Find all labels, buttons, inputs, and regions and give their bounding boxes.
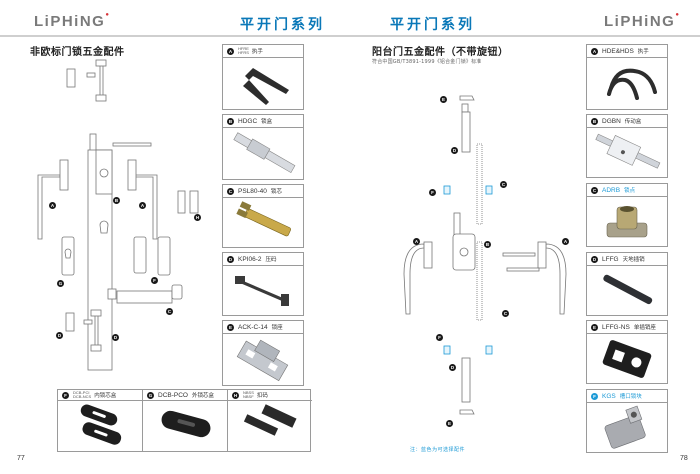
optional-parts-note: 注：蓝色为可选择配件 [410,447,466,453]
slot-lock-block-image [587,403,667,453]
diagram-marker-a: A [413,238,420,245]
part-card-header: D KPI06-2 压码 [223,253,303,266]
lock-case-image [223,128,303,178]
part-card-header: C PSL80-40 锁芯 [223,185,303,198]
right-page-number: 78 [680,455,688,462]
diagram-marker-d: D [112,334,119,341]
left-section-title: 非欧标门锁五金配件 [30,47,125,58]
inner-cylinder-box-image [58,401,142,451]
part-letter-badge: B [591,117,598,125]
lock-cylinder-image [223,198,303,248]
part-letter-badge: A [591,47,598,55]
left-logo: LiPHiNG● [34,12,111,30]
diagram-marker-a: A [139,202,146,209]
handle-image [223,58,303,108]
right-exploded-diagram [403,95,567,415]
part-card-d: D LFFG 天地插销 [586,252,668,316]
gear-box-image [587,128,667,178]
left-exploded-diagram [37,59,199,371]
screw-top [86,72,96,78]
part-letter-badge: F [591,392,598,400]
diagram-marker-c: C [166,308,173,315]
part-card-e: E ACK-C-14 锁座 [222,320,304,386]
diagram-marker-g: G [57,280,64,287]
part-letter-badge: D [227,255,234,263]
part-card-f: F KGS 槽口锁块 [586,389,668,453]
diagram-marker-a: A [49,202,56,209]
locking-point-image [587,197,667,247]
outer-cylinder-box-image [143,401,227,451]
diagram-marker-f: F [151,277,158,284]
part-letter-badge: A [227,47,234,55]
diagram-marker-c: C [500,181,507,188]
bolt-seat-image [587,334,667,384]
diagram-marker-d: D [56,332,63,339]
diagram-marker-h: H [194,214,201,221]
lock-seat-image [223,334,303,384]
part-card-header: B HDGC 锁盒 [223,115,303,128]
left-page-number: 77 [17,455,25,462]
part-card-c: C PSL80-40 锁芯 [222,184,304,248]
pressure-clamp-image [223,266,303,316]
flush-bolt-image [587,266,667,316]
left-handle [403,243,425,315]
part-card-header: E LFFG-NS 单插销座 [587,321,667,334]
right-section-title: 阳台门五金配件（不带旋钮） [372,47,509,58]
diagram-marker-d: D [451,147,458,154]
part-card-header: D LFFG 天地插销 [587,253,667,266]
part-card-header: E ACK-C-14 锁座 [223,321,303,334]
part-card-header: C ADRB 锁点 [587,184,667,197]
diagram-marker-d: D [449,364,456,371]
part-card-a: A HDE&HDS 执手 [586,44,668,110]
right-subtitle: 符合中国GB/T3891-1999《铝合金门锁》标准 [372,59,482,65]
diagram-marker-a: A [562,238,569,245]
part-card-header: G DCB-PCO 外锁芯盒 [143,390,227,401]
part-letter-badge: E [591,323,598,331]
left-series-title: 平开门系列 [240,17,325,33]
strike-plate-top [66,68,76,88]
part-letter-badge: F [62,391,69,399]
part-letter-badge: B [227,117,234,125]
part-letter-badge: H [232,391,239,399]
part-letter-badge: G [147,391,154,399]
diagram-marker-b: B [484,241,491,248]
part-card-header: F KGS 槽口锁块 [587,390,667,403]
part-letter-badge: E [227,323,234,331]
diagram-marker-e: E [440,96,447,103]
header-rule [0,35,700,37]
diagram-marker-e: E [446,420,453,427]
part-letter-badge: C [227,187,234,195]
diagram-marker-b: B [113,197,120,204]
part-letter-badge: D [591,255,598,263]
part-card-d: D KPI06-2 压码 [222,252,304,316]
right-handle [545,243,567,315]
strike-image [228,401,312,451]
part-card-header: B DGBN 传动盒 [587,115,667,128]
right-handle [134,174,158,240]
right-logo: LiPHiNG● [604,12,681,30]
handle-image [587,58,667,108]
part-card-header: A HDE&HDS 执手 [587,45,667,58]
part-card-e: E LFFG-NS 单插销座 [586,320,668,384]
part-letter-badge: C [591,186,598,194]
part-card-c: C ADRB 锁点 [586,183,668,247]
part-card-b: B DGBN 传动盒 [586,114,668,178]
part-card-b: B HDGC 锁盒 [222,114,304,180]
part-card-g: G DCB-PCO 外锁芯盒 [143,390,228,451]
right-series-title: 平开门系列 [390,17,475,33]
diagram-marker-f: F [429,189,436,196]
diagram-marker-c: C [502,310,509,317]
diagram-marker-f: F [436,334,443,341]
